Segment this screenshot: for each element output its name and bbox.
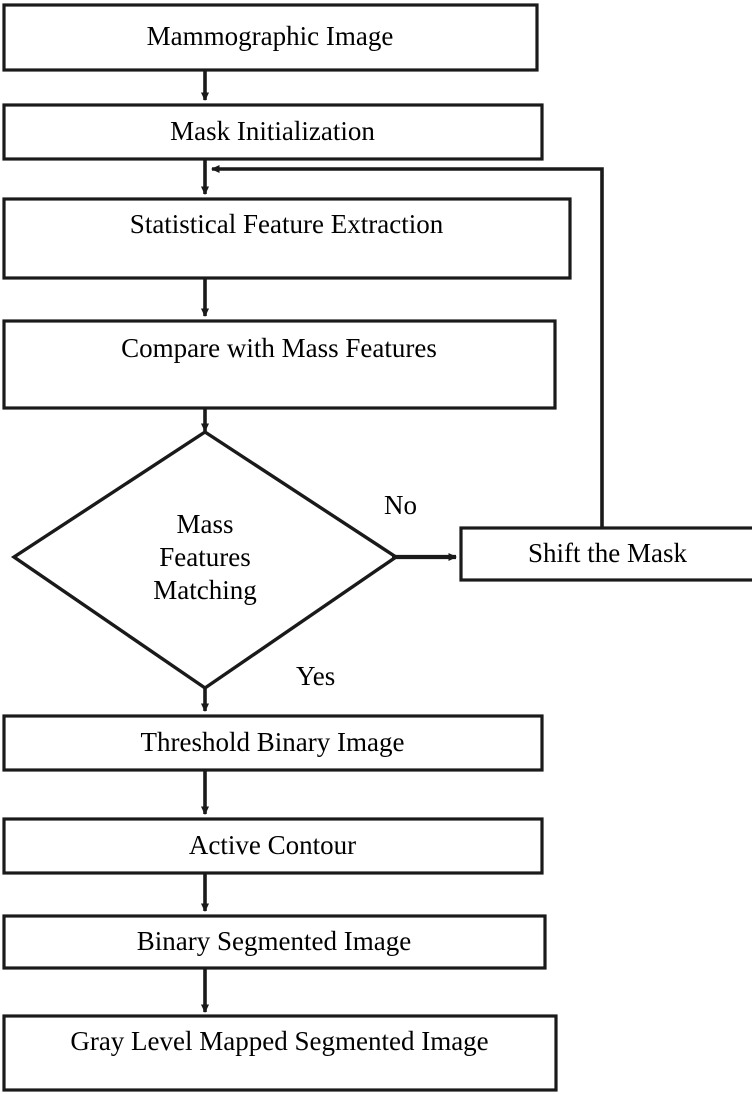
diamond-label-line-2: Features	[159, 542, 251, 573]
node-threshold-binary-image[interactable]	[2, 714, 544, 772]
node-binary-segmented-image[interactable]	[2, 914, 547, 970]
node-gray-level-mapped-segmented-image[interactable]	[2, 1014, 558, 1092]
node-statistical-feature-extraction[interactable]	[2, 197, 572, 280]
node-label-mass-features-matching: Mass Features Matching	[110, 495, 300, 620]
node-mask-initialization[interactable]	[2, 103, 544, 161]
node-mammographic-image[interactable]	[2, 3, 539, 72]
edge-label-yes: Yes	[296, 661, 336, 691]
edge-shift-feedback-to-mask	[210, 164, 604, 528]
edge-label-no: No	[384, 490, 417, 520]
diamond-label-line-1: Mass	[176, 509, 234, 540]
diamond-label-line-3: Matching	[153, 574, 257, 605]
node-compare-with-mass-features[interactable]	[2, 319, 557, 410]
node-active-contour[interactable]	[2, 817, 544, 875]
node-shift-the-mask[interactable]	[459, 526, 752, 582]
